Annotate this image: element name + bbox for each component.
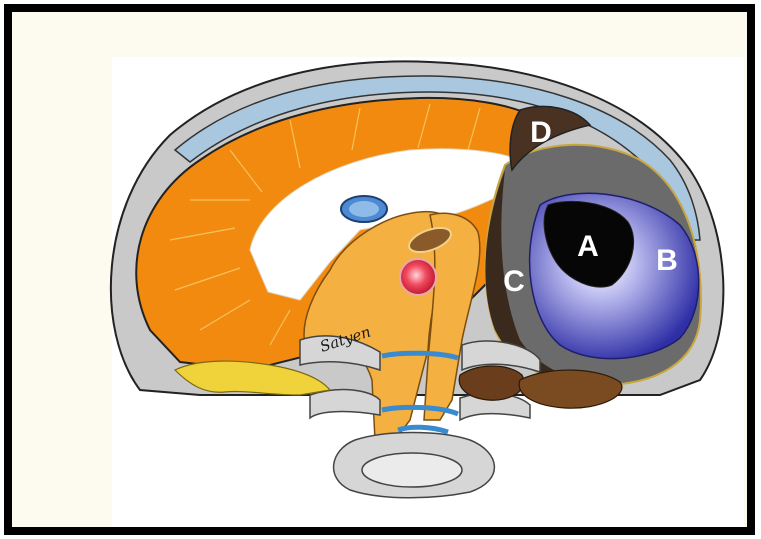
label-c: C: [503, 265, 525, 298]
kidney-right: [519, 370, 622, 408]
kidney-left: [459, 366, 524, 400]
label-d: D: [530, 116, 552, 149]
ivc-oval-inner: [349, 201, 379, 217]
label-b: B: [656, 244, 678, 277]
label-a: A: [577, 230, 599, 263]
aorta-circle: [400, 259, 436, 295]
